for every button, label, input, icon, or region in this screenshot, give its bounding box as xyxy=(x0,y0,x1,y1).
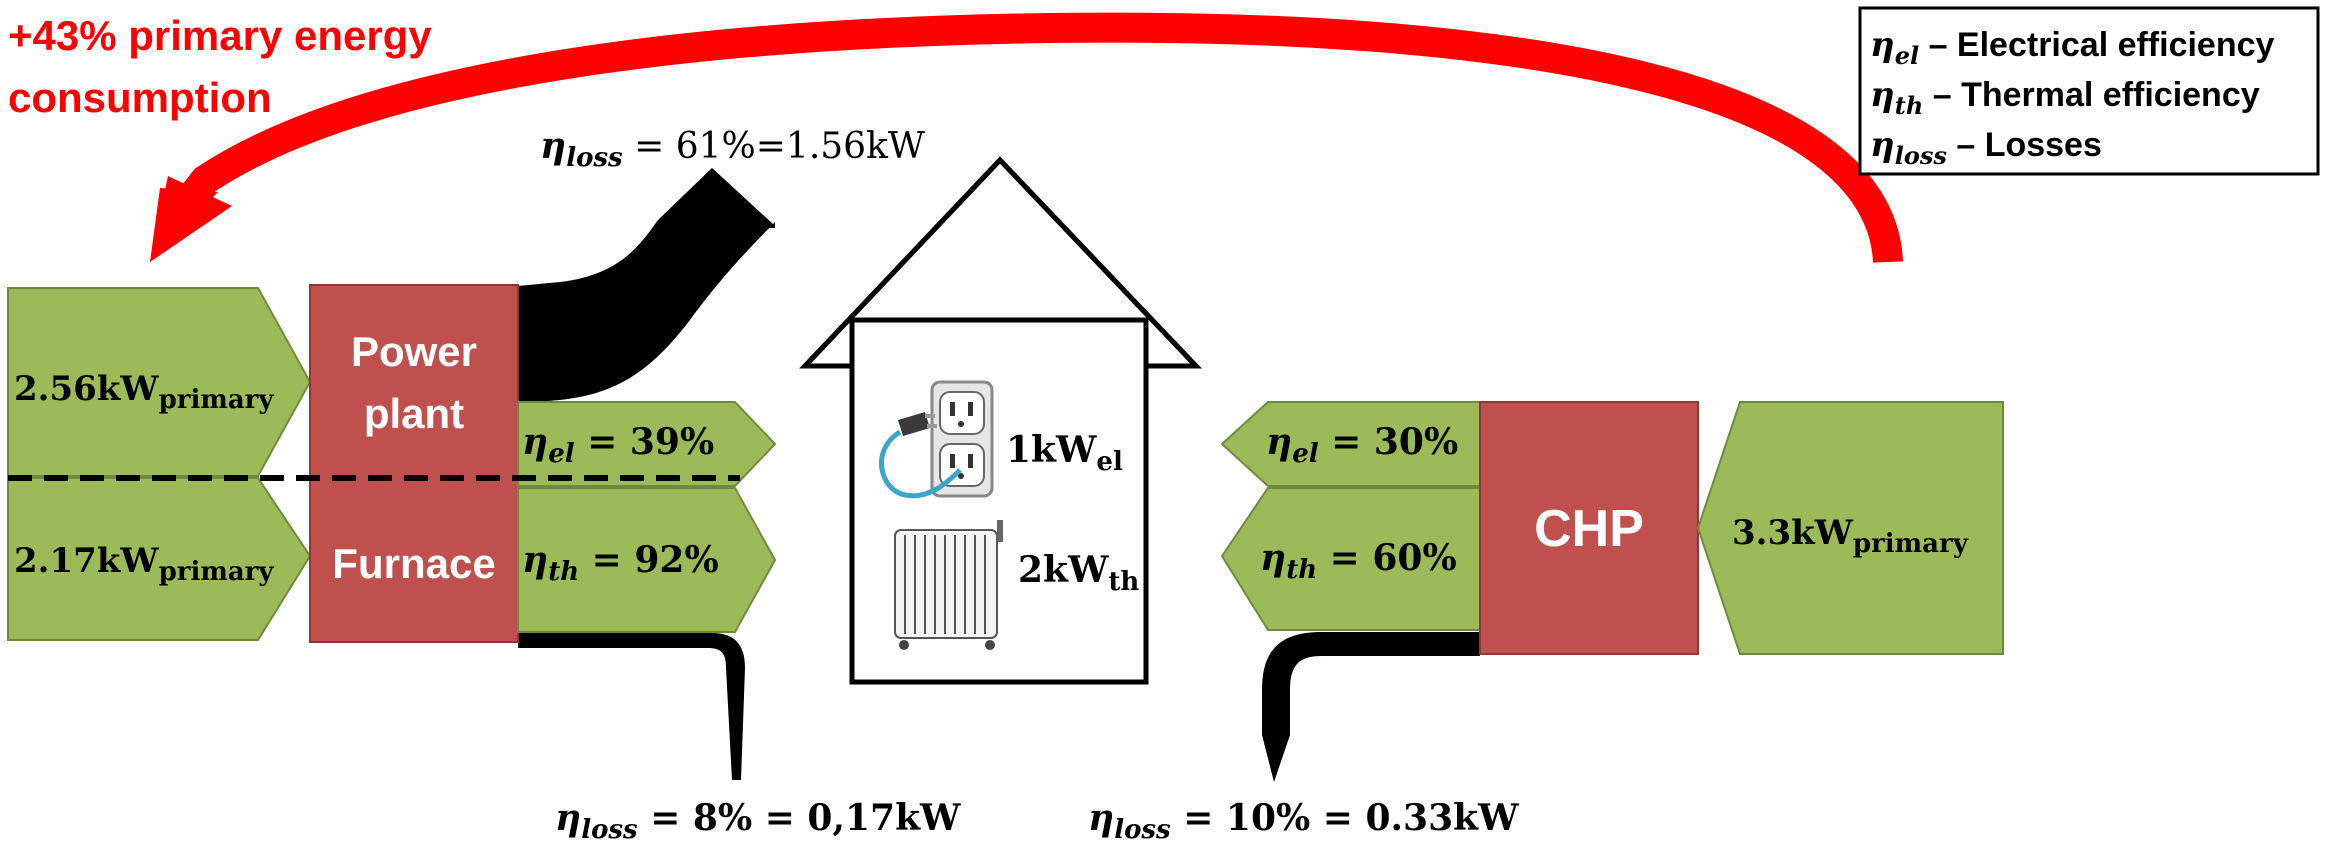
output-thermal-arrow-left xyxy=(517,487,777,633)
primary-thermal-arrow xyxy=(7,477,312,641)
house-thermal-demand: 2kWth xyxy=(1018,549,1139,597)
right-eta-th: ηth = 60% xyxy=(1260,537,1457,585)
comparison-arrow-shaft xyxy=(168,12,1903,264)
house-walls xyxy=(849,317,1149,685)
left-loss-top-label: ηloss = 61%=1.56kW xyxy=(540,125,925,173)
right-primary-label: 3.3kWprimary xyxy=(1732,513,1969,559)
loss-pipe-bottom xyxy=(518,633,745,780)
headline-line1: +43% primary energy xyxy=(8,12,432,59)
legend-electrical: ηel – Electrical efficiency xyxy=(1870,25,2275,70)
left-eta-el: ηel = 39% xyxy=(522,421,714,469)
legend-box xyxy=(1858,6,2320,176)
chp-label: CHP xyxy=(1534,500,1644,558)
primary-electric-arrow xyxy=(7,287,312,477)
power-plant-label-line2: plant xyxy=(364,390,464,437)
legend: ηel – Electrical efficiency ηth – Therma… xyxy=(1858,6,2320,176)
loss-pipe-top-end xyxy=(658,168,775,228)
house: 1kWel 2kWth xyxy=(799,156,1202,685)
right-eta-el: ηel = 30% xyxy=(1266,421,1458,469)
headline-line2: consumption xyxy=(8,74,272,121)
output-electric-arrow-left xyxy=(517,401,777,487)
legend-thermal: ηth – Thermal efficiency xyxy=(1870,75,2260,120)
power-plant-furnace-box xyxy=(309,284,519,643)
comparison-arrow-head-tip xyxy=(150,176,232,262)
comparison-arrow xyxy=(150,12,1903,264)
left-eta-th: ηth = 92% xyxy=(522,539,719,587)
radiator-icon xyxy=(894,520,1003,650)
loss-pipe-right xyxy=(1262,632,1480,782)
primary-electric-label: 2.56kWprimary xyxy=(14,369,274,415)
house-electric-demand: 1kWel xyxy=(1006,429,1123,477)
primary-thermal-label: 2.17kWprimary xyxy=(14,541,274,587)
power-plant-label-line1: Power xyxy=(351,328,477,375)
furnace-label: Furnace xyxy=(332,540,495,587)
power-socket-icon xyxy=(879,380,994,499)
primary-arrow-right xyxy=(1696,401,2004,655)
right-loss-label: ηloss = 10% = 0.33kW xyxy=(1088,797,1519,845)
left-loss-bottom-label: ηloss = 8% = 0,17kW xyxy=(555,797,961,845)
legend-losses: ηloss – Losses xyxy=(1870,125,2102,170)
chp-box xyxy=(1479,401,1699,655)
